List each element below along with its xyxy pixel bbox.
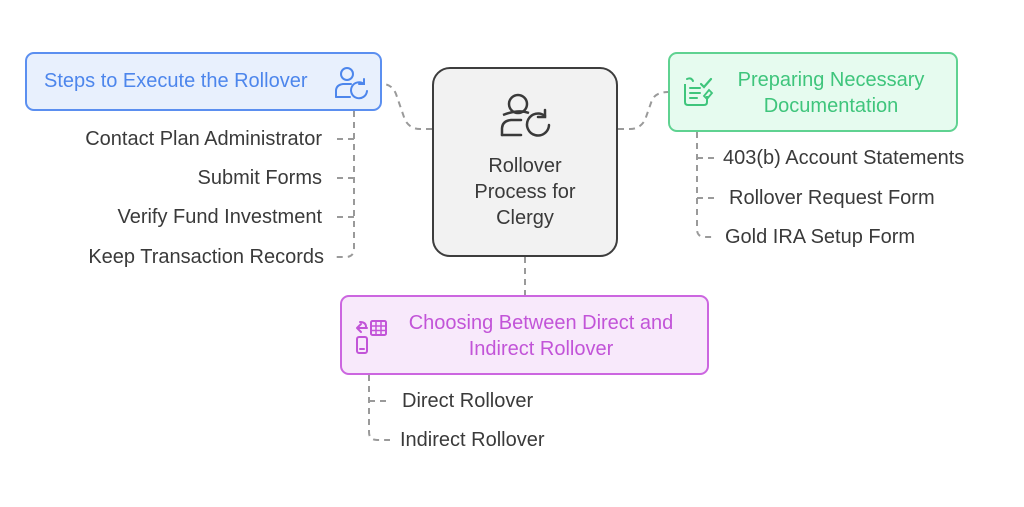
steps-item-1: Contact Plan Administrator bbox=[85, 128, 322, 150]
steps-item-2: Submit Forms bbox=[197, 167, 322, 189]
choosing-item-1: Direct Rollover bbox=[402, 390, 534, 412]
choosing-node[interactable]: Choosing Between Direct and Indirect Rol… bbox=[340, 295, 709, 375]
connector-center-steps bbox=[381, 83, 432, 130]
center-title: Rollover Process for Clergy bbox=[474, 155, 576, 229]
center-node[interactable]: Rollover Process for Clergy bbox=[432, 67, 618, 257]
documentation-item-3: Gold IRA Setup Form bbox=[725, 226, 916, 248]
user-sync-icon bbox=[335, 67, 368, 100]
choosing-item-2: Indirect Rollover bbox=[400, 429, 545, 451]
steps-list-spine bbox=[334, 111, 355, 258]
connector-center-documentation bbox=[618, 91, 669, 130]
documentation-item-2: Rollover Request Form bbox=[729, 187, 935, 209]
transfer-options-icon bbox=[356, 320, 387, 354]
choosing-title: Choosing Between Direct and Indirect Rol… bbox=[408, 312, 674, 360]
documentation-list-spine bbox=[696, 132, 716, 238]
documentation-title: Preparing Necessary Documentation bbox=[737, 69, 925, 117]
choosing-list-spine bbox=[368, 375, 390, 441]
user-sync-icon bbox=[500, 93, 551, 137]
steps-node[interactable]: Steps to Execute the Rollover bbox=[25, 52, 382, 111]
steps-title: Steps to Execute the Rollover bbox=[44, 70, 308, 92]
document-check-icon bbox=[684, 77, 714, 106]
documentation-item-1: 403(b) Account Statements bbox=[723, 147, 965, 169]
steps-item-3: Verify Fund Investment bbox=[117, 206, 322, 228]
steps-item-4: Keep Transaction Records bbox=[88, 246, 324, 268]
documentation-node[interactable]: Preparing Necessary Documentation bbox=[668, 52, 958, 132]
